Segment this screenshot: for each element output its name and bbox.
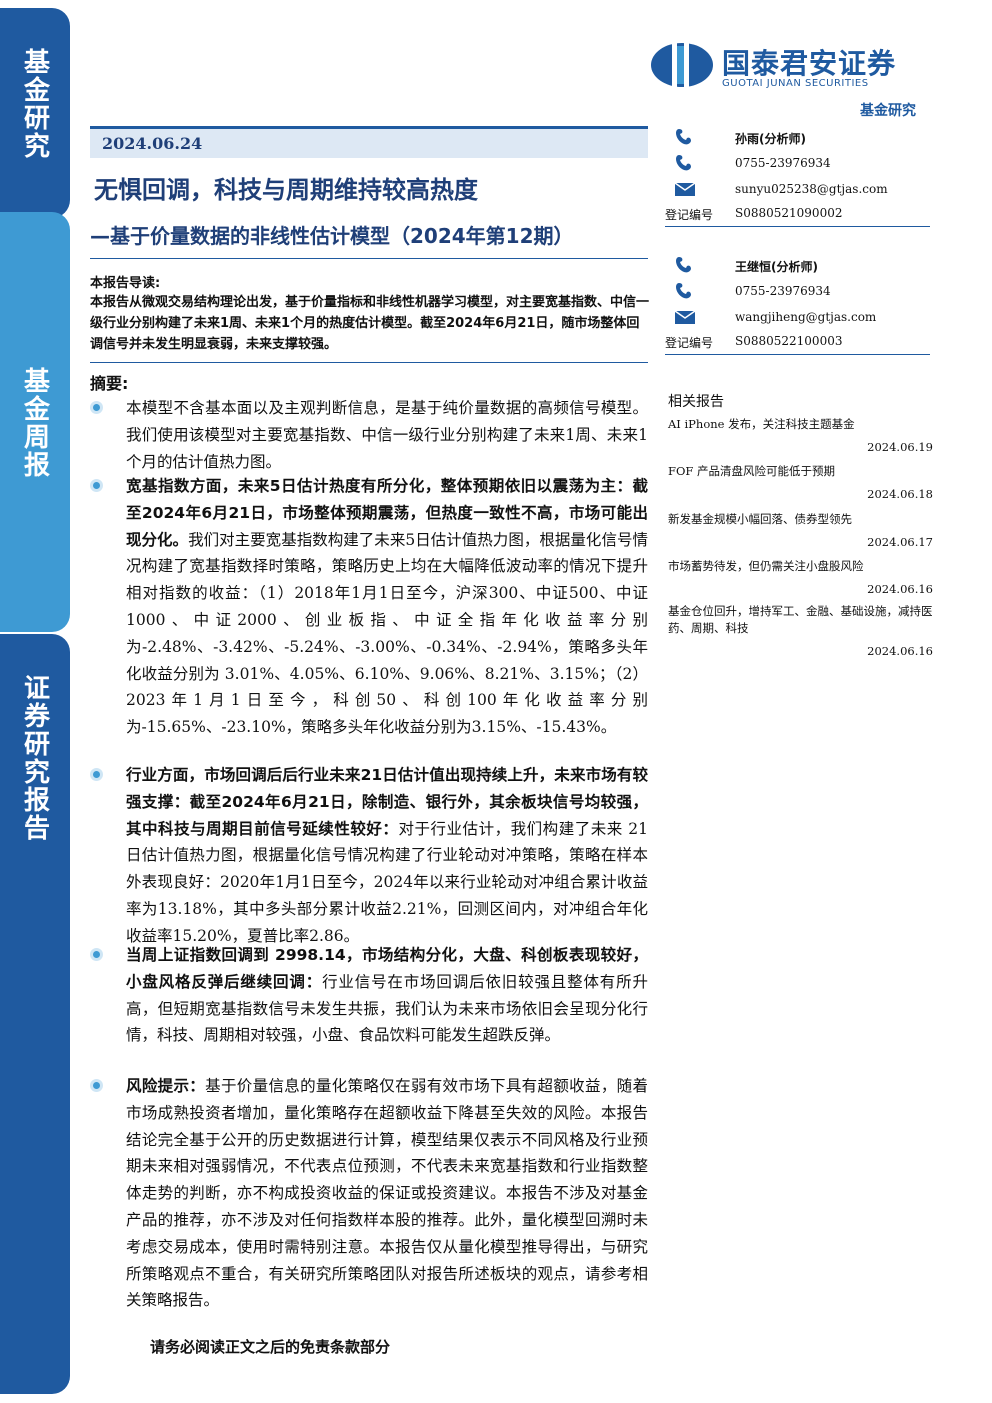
side-tab-label: 基金周报	[19, 367, 50, 479]
report-subtitle: —基于价量数据的非线性估计模型（2024年第12期）	[90, 224, 574, 248]
phone-icon	[676, 257, 691, 273]
mail-icon	[674, 310, 696, 324]
analyst-phone: 0755-23976934	[735, 156, 831, 170]
bullet-dot-icon	[90, 1079, 103, 1092]
analyst-name-row: 王继恒(分析师)	[665, 256, 933, 276]
related-report-date: 2024.06.16	[867, 644, 933, 658]
related-report-date: 2024.06.16	[867, 582, 933, 596]
reg-number: S0880521090002	[735, 206, 843, 220]
related-report-item[interactable]: 基金仓位回升，增持军工、金融、基础设施，减持医药、周期、科技 2024.06.1…	[668, 603, 933, 660]
company-logo: 国泰君安证券 GUOTAI JUNAN SECURITIES	[650, 40, 940, 96]
logo-mark-icon	[651, 42, 713, 88]
related-report-title[interactable]: 新发基金规模小幅回落、债券型领先	[668, 512, 852, 526]
side-tab-securities-report: 证券研究报告	[0, 634, 70, 1394]
divider	[90, 258, 648, 259]
date-bar: 2024.06.24	[90, 126, 648, 158]
side-tab-label: 基金研究	[19, 48, 50, 160]
analyst-email[interactable]: wangjiheng@gtjas.com	[735, 310, 877, 324]
related-report-title[interactable]: 基金仓位回升，增持军工、金融、基础设施，减持医药、周期、科技	[668, 604, 933, 635]
analyst-name-row: 孙雨(分析师)	[665, 128, 933, 148]
intro-heading: 本报告导读:	[90, 276, 161, 291]
related-report-date: 2024.06.17	[867, 535, 933, 549]
logo-text-en: GUOTAI JUNAN SECURITIES	[722, 78, 869, 89]
bullet-text: 行业方面，市场回调后后行业未来21日估计值出现持续上升，未来市场有较强支撑：截至…	[126, 766, 648, 945]
related-report-title[interactable]: FOF 产品清盘风险可能低于预期	[668, 464, 836, 478]
bullet-dot-icon	[90, 768, 103, 781]
reg-number: S0880522100003	[735, 334, 843, 348]
related-reports-heading: 相关报告	[668, 394, 724, 410]
bullet-text: 本模型不含基本面以及主观判断信息，是基于纯价量数据的高频信号模型。我们使用该模型…	[126, 399, 648, 471]
analyst-name: 王继恒(分析师)	[735, 260, 818, 274]
bullet-text: 宽基指数方面，未来5日估计热度有所分化，整体预期依旧以震荡为主：截至2024年6…	[126, 477, 648, 737]
analyst-phone-row: 0755-23976934	[665, 282, 933, 302]
analyst-email-row: wangjiheng@gtjas.com	[665, 308, 933, 328]
logo-text-cn: 国泰君安证券	[722, 47, 897, 80]
bullet-dot-icon	[90, 479, 103, 492]
disclaimer-note: 请务必阅读正文之后的免责条款部分	[150, 1338, 391, 1356]
related-report-item[interactable]: AI iPhone 发布，关注科技主题基金 2024.06.19	[668, 416, 933, 456]
analyst-email-row: sunyu025238@gtjas.com	[665, 180, 933, 200]
header-category: 基金研究	[860, 103, 916, 119]
phone-icon	[676, 283, 691, 299]
related-report-date: 2024.06.19	[867, 440, 933, 454]
bullet-text: 风险提示：基于价量信息的量化策略仅在弱有效市场下具有超额收益，随着市场成熟投资者…	[126, 1077, 648, 1310]
bullet-text: 当周上证指数回调到 2998.14，市场结构分化，大盘、科创板表现较好，小盘风格…	[126, 946, 648, 1045]
divider	[665, 354, 930, 355]
intro-body: 本报告从微观交易结构理论出发，基于价量指标和非线性机器学习模型，对主要宽基指数、…	[90, 295, 650, 352]
report-title: 无惧回调，科技与周期维持较高热度	[94, 176, 478, 204]
side-tab-label: 证券研究报告	[19, 674, 50, 842]
divider	[90, 362, 648, 363]
analyst-email[interactable]: sunyu025238@gtjas.com	[735, 182, 888, 196]
phone-icon	[676, 129, 691, 145]
related-report-date: 2024.06.18	[867, 487, 933, 501]
related-report-item[interactable]: FOF 产品清盘风险可能低于预期 2024.06.18	[668, 463, 933, 503]
analyst-phone: 0755-23976934	[735, 284, 831, 298]
analyst-phone-row: 0755-23976934	[665, 154, 933, 174]
analyst-reg-row: 登记编号 S0880522100003	[665, 332, 933, 352]
mail-icon	[674, 182, 696, 196]
reg-label: 登记编号	[665, 336, 714, 350]
analyst-name: 孙雨(分析师)	[735, 132, 806, 146]
report-date: 2024.06.24	[102, 134, 203, 153]
related-report-title[interactable]: 市场蓄势待发，但仍需关注小盘股风险	[668, 559, 864, 573]
divider	[665, 226, 930, 227]
related-report-item[interactable]: 新发基金规模小幅回落、债券型领先 2024.06.17	[668, 511, 933, 551]
reg-label: 登记编号	[665, 208, 714, 222]
phone-icon	[676, 155, 691, 171]
related-report-item[interactable]: 市场蓄势待发，但仍需关注小盘股风险 2024.06.16	[668, 558, 933, 598]
bullet-dot-icon	[90, 948, 103, 961]
abstract-heading: 摘要:	[90, 374, 129, 393]
related-report-title[interactable]: AI iPhone 发布，关注科技主题基金	[668, 417, 855, 431]
side-tab-fund-weekly: 基金周报	[0, 212, 70, 632]
side-tab-fund-research: 基金研究	[0, 8, 70, 218]
analyst-reg-row: 登记编号 S0880521090002	[665, 204, 933, 224]
bullet-dot-icon	[90, 401, 103, 414]
